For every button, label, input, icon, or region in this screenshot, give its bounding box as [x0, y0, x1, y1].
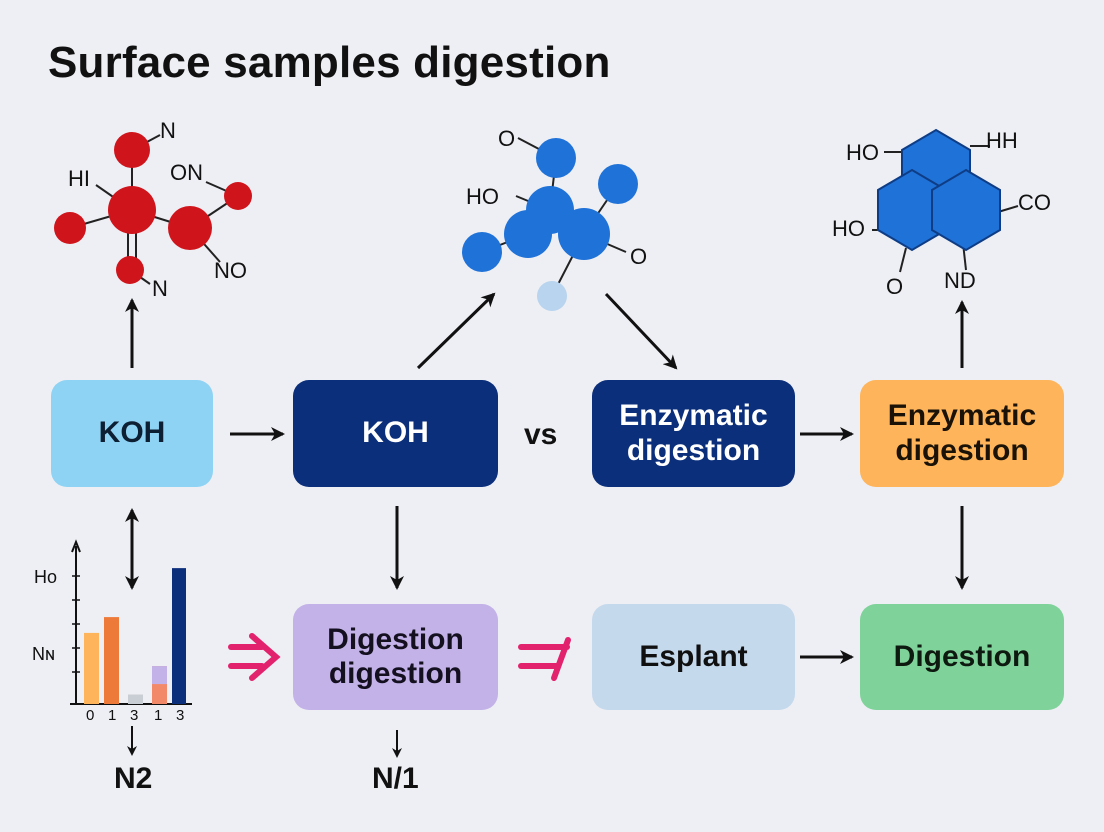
vs-label: vs [524, 418, 558, 451]
mini-chart-xtick-0: 0 [86, 707, 94, 724]
blue-molecule: O HO O [462, 126, 647, 311]
hex-mol-label-co: CO [1018, 190, 1051, 215]
mini-chart-bar-3-cap [152, 666, 167, 685]
digestion-purple-label: Digestion digestion [327, 622, 464, 691]
red-mol-label-hi: HI [68, 166, 90, 191]
mini-bar-chart: Ho Nɴ 0 1 3 1 3 [32, 539, 192, 724]
red-mol-label-on: ON [170, 160, 203, 185]
esplant-label: Esplant [639, 639, 748, 673]
n2-label: N2 [114, 762, 153, 795]
red-molecule: N HI ON NO N [54, 118, 252, 301]
connector-arrows [125, 292, 969, 758]
koh-dark-label: KOH [362, 416, 429, 450]
page-title: Surface samples digestion [48, 38, 611, 87]
hex-mol-label-ho-bottom: HO [832, 216, 865, 241]
pink-not-equal-arrow [518, 637, 571, 681]
hex-mol-label-nd: ND [944, 268, 976, 293]
enzymatic-dark-node[interactable]: Enzymatic digestion [592, 380, 795, 487]
digestion-green-label: Digestion [893, 639, 1031, 673]
arrow-blue-molecule-to-enzymatic [604, 292, 678, 370]
arrow-koh-to-blue-molecule [416, 292, 496, 370]
digestion-purple-node[interactable]: Digestion digestion [293, 604, 498, 710]
mini-chart-bar-1 [104, 617, 119, 704]
mini-chart-xtick-1: 1 [108, 707, 116, 724]
mini-chart-xtick-4: 3 [176, 707, 184, 724]
koh-light-node[interactable]: KOH [51, 380, 213, 487]
esplant-node[interactable]: Esplant [592, 604, 795, 710]
hex-mol-label-ho-top: HO [846, 140, 879, 165]
red-mol-label-no: NO [214, 258, 247, 283]
mini-chart-xtick-2: 3 [130, 707, 138, 724]
digestion-green-node[interactable]: Digestion [860, 604, 1064, 710]
hex-molecule: HO HH CO HO ND O [832, 128, 1051, 299]
enzymatic-orange-node[interactable]: Enzymatic digestion [860, 380, 1064, 487]
blue-mol-label-o-top: O [498, 126, 515, 151]
blue-mol-label-ho: HO [466, 184, 499, 209]
red-mol-label-n-top: N [160, 118, 176, 143]
red-mol-label-n-bottom: N [152, 276, 168, 301]
mini-chart-ytick-ho: Ho [34, 567, 57, 587]
n1-label: N/1 [372, 762, 419, 795]
hex-mol-label-hh: HH [986, 128, 1018, 153]
koh-dark-node[interactable]: KOH [293, 380, 498, 487]
mini-chart-bars [84, 568, 186, 704]
pink-double-arrow-left [228, 633, 281, 681]
mini-chart-xtick-3: 1 [154, 707, 162, 724]
hex-mol-label-o: O [886, 274, 903, 299]
enzymatic-orange-label: Enzymatic digestion [887, 399, 1037, 467]
koh-light-label: KOH [98, 416, 166, 450]
mini-chart-bar-0 [84, 632, 99, 704]
enzymatic-dark-label: Enzymatic digestion [619, 399, 768, 467]
mini-chart-ytick-nn: Nɴ [32, 644, 55, 664]
blue-mol-label-o-right: O [630, 244, 647, 269]
mini-chart-bar-4 [172, 568, 186, 704]
mini-chart-bar-2 [128, 694, 143, 704]
